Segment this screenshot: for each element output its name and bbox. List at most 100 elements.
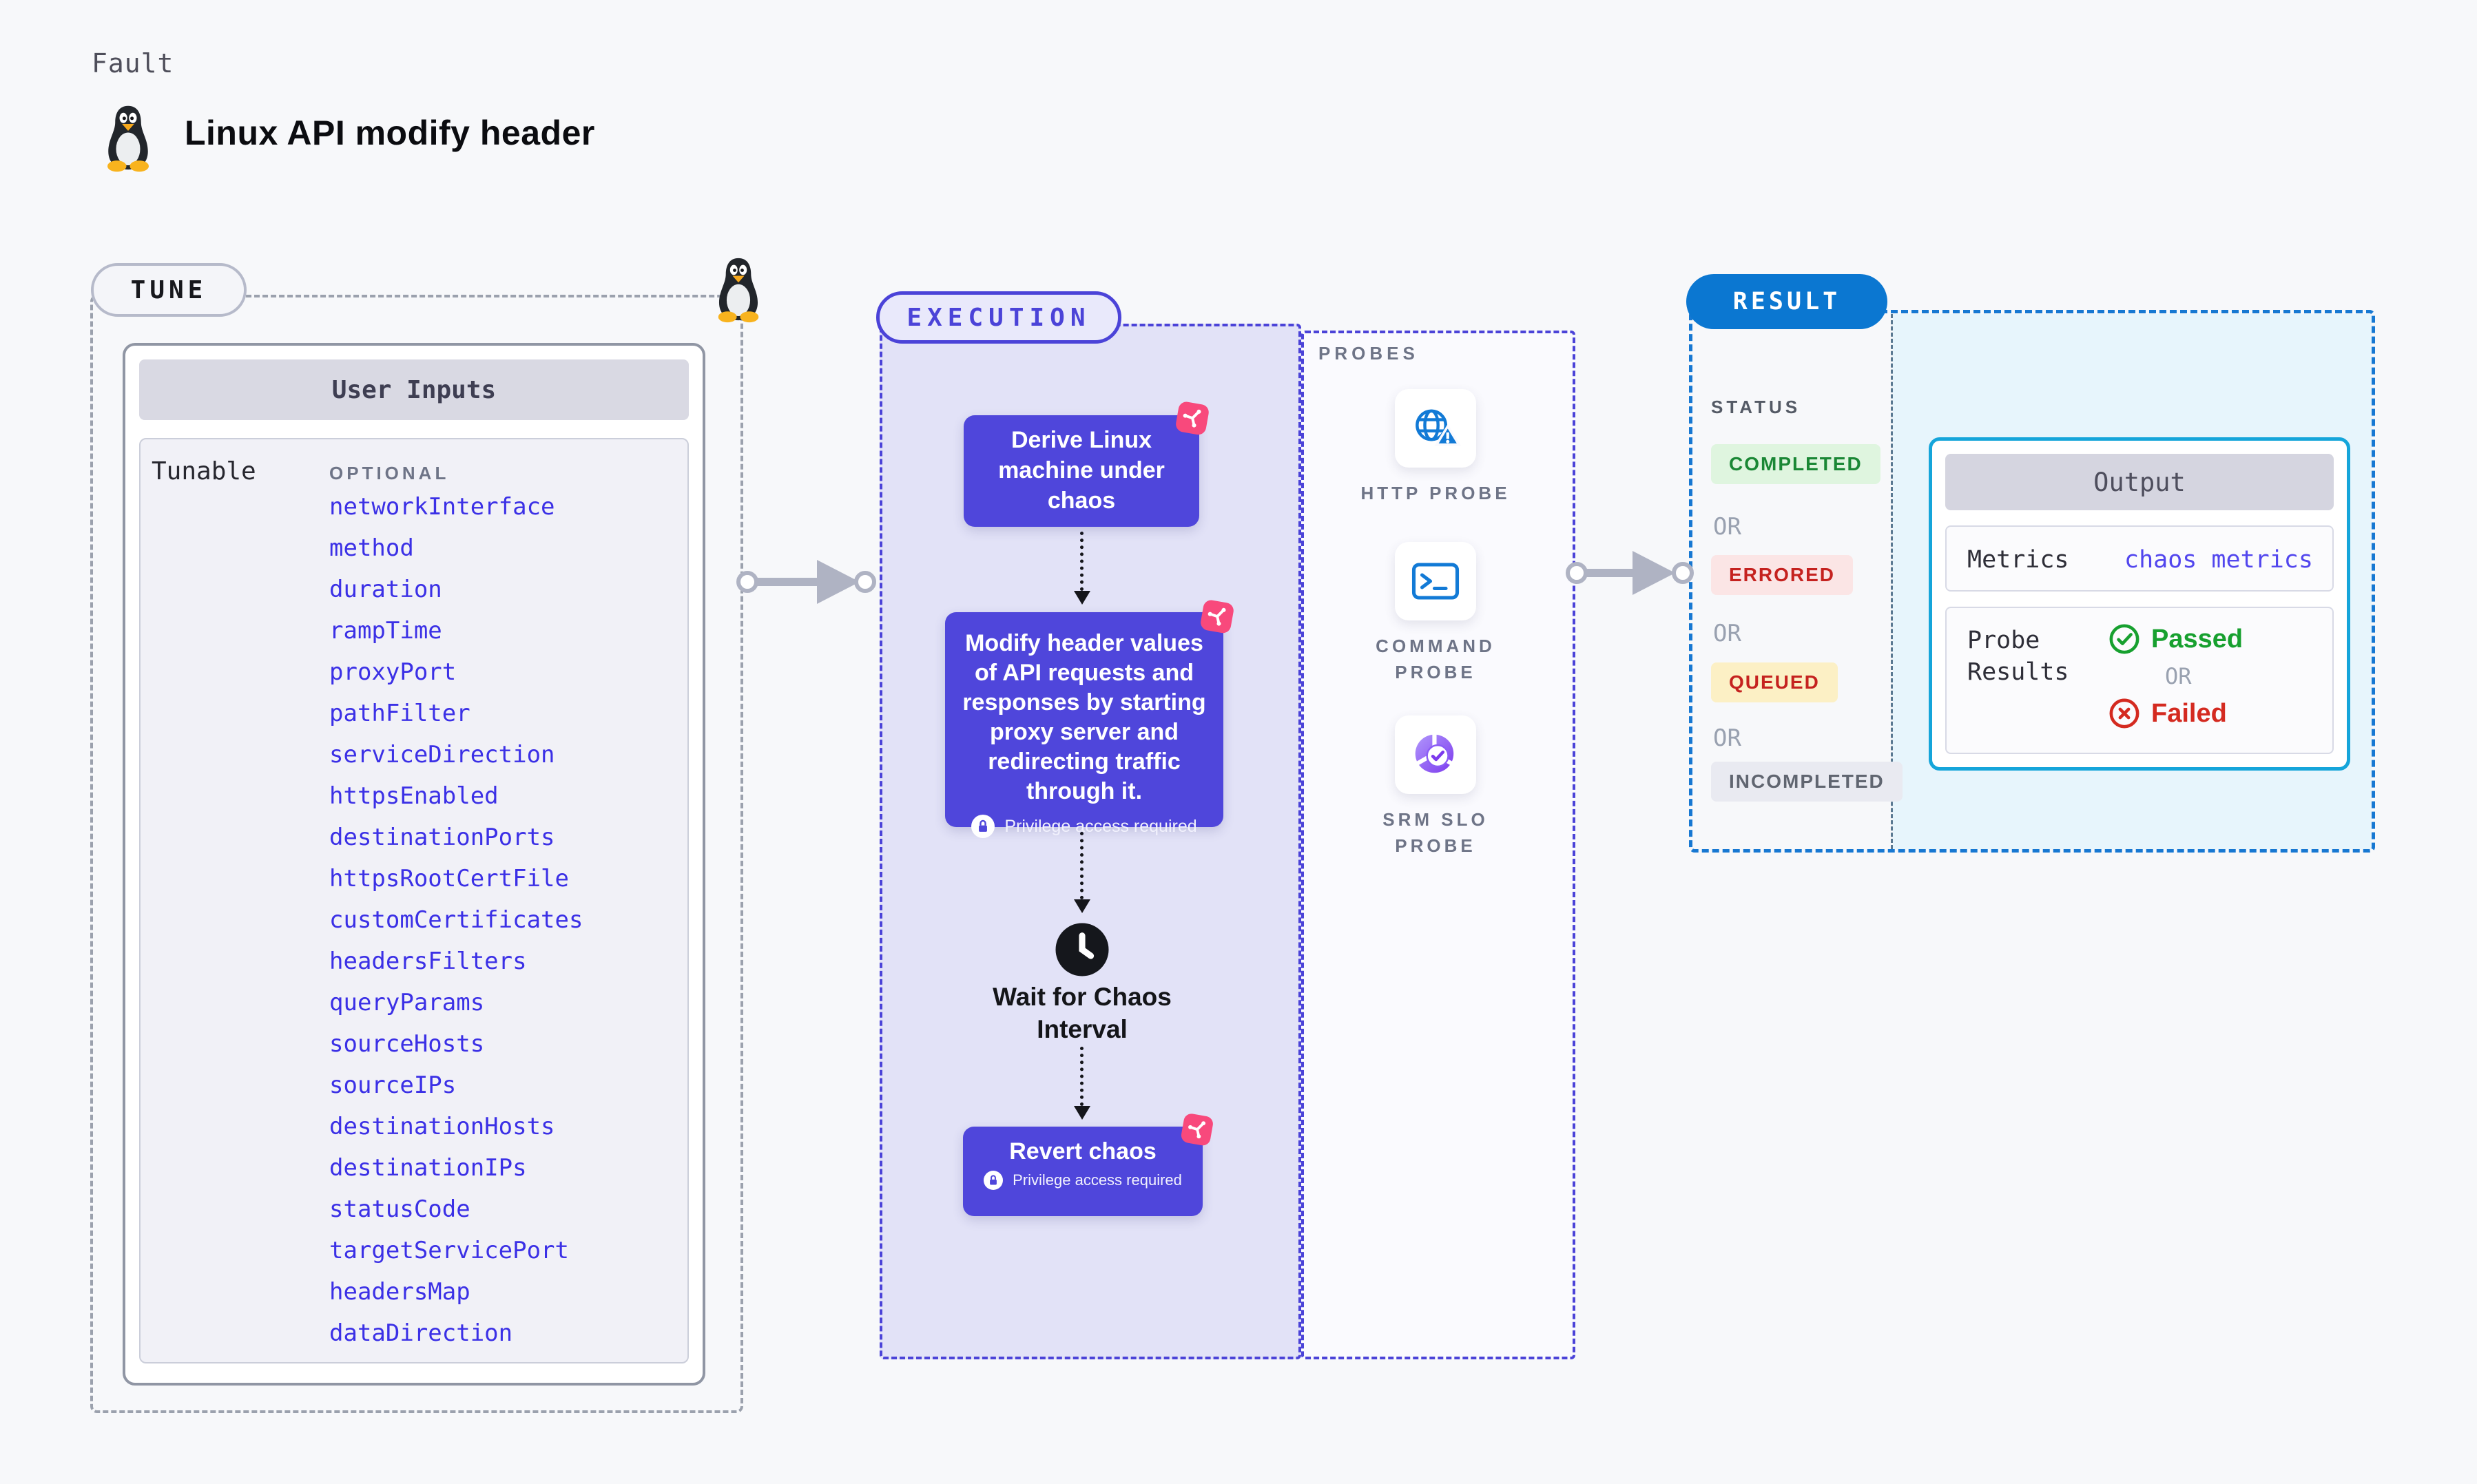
linux-tux-icon <box>718 258 759 323</box>
passed-line: Passed <box>2108 623 2243 655</box>
tunable-item[interactable]: statusCode <box>329 1195 470 1223</box>
tunables-box <box>139 438 689 1363</box>
tunable-item[interactable]: proxyPort <box>329 658 457 686</box>
arrow-shaft <box>1577 569 1635 577</box>
check-circle-icon <box>2109 624 2139 654</box>
probe-label-srm-slo: SRM SLO PROBE <box>1382 809 1489 856</box>
status-label: STATUS <box>1711 397 1801 417</box>
tunable-item[interactable]: customCertificates <box>329 906 583 934</box>
failed-label: Failed <box>2151 698 2227 728</box>
linux-tux-icon <box>107 105 149 172</box>
chaos-metrics-link[interactable]: chaos metrics <box>2124 546 2313 574</box>
probe-results-label: Probe Results <box>1967 627 2069 686</box>
tunable-row-label: Tunable <box>152 457 256 485</box>
connector-dot <box>1566 562 1588 584</box>
flow-arrow-head-icon <box>1074 1106 1090 1120</box>
slo-donut-icon <box>1414 732 1454 773</box>
result-section <box>1689 310 2375 853</box>
chaos-badge-icon <box>1173 399 1211 437</box>
fault-kicker: Fault <box>92 48 174 79</box>
flow-dotted-line <box>1080 832 1084 899</box>
flow-arrow-head-icon <box>1074 899 1090 913</box>
flow-dotted-line <box>1080 532 1084 591</box>
passed-label: Passed <box>2151 624 2243 654</box>
step-inject-chaos: Modify header values of API requests and… <box>945 612 1223 838</box>
user-inputs-header: User Inputs <box>139 359 689 420</box>
step-revert-text: Revert chaos <box>1009 1138 1157 1164</box>
arrow-shaft <box>747 578 820 586</box>
arrow-head-icon <box>1633 551 1675 595</box>
or-label: OR <box>1713 724 1741 752</box>
connector-dot <box>736 571 758 593</box>
tunable-item[interactable]: httpsEnabled <box>329 782 499 810</box>
globe-alert-icon <box>1416 409 1461 446</box>
flow-dotted-line <box>1080 1047 1084 1106</box>
execution-label-pill: EXECUTION <box>876 291 1121 344</box>
failed-line: Failed <box>2108 698 2243 729</box>
tunable-item[interactable]: httpsRootCertFile <box>329 865 569 892</box>
probe-card-command <box>1395 542 1476 620</box>
step-inject-text: Modify header values of API requests and… <box>962 630 1206 804</box>
result-divider <box>1891 314 1893 849</box>
terminal-icon <box>1411 563 1460 600</box>
x-circle-icon <box>2109 698 2139 729</box>
or-label: OR <box>1713 620 1741 647</box>
page-title: Linux API modify header <box>185 114 595 152</box>
tunable-item[interactable]: sourceHosts <box>329 1030 485 1058</box>
privilege-row: Privilege access required <box>960 815 1208 838</box>
tunable-item[interactable]: headersMap <box>329 1278 470 1306</box>
tunable-item[interactable]: targetServicePort <box>329 1237 569 1264</box>
privilege-row: Privilege access required <box>963 1171 1203 1190</box>
tunable-item[interactable]: method <box>329 534 414 562</box>
tunable-item[interactable]: destinationHosts <box>329 1113 555 1140</box>
status-badge-incompleted: INCOMPLETED <box>1711 762 1903 802</box>
lock-icon <box>984 1171 1004 1190</box>
tunable-item[interactable]: headersFilters <box>329 948 527 975</box>
metrics-label: Metrics <box>1967 546 2069 574</box>
step-derive-text: Derive Linux machine under chaos <box>998 427 1165 514</box>
flow-arrow-head-icon <box>1074 591 1090 605</box>
connector-dot <box>1672 562 1694 584</box>
tunable-item[interactable]: destinationIPs <box>329 1154 527 1182</box>
result-label-pill: RESULT <box>1686 274 1887 329</box>
tunable-item[interactable]: dataDirection <box>329 1319 513 1347</box>
probes-section <box>1301 331 1575 1359</box>
status-badge-errored: ERRORED <box>1711 555 1854 595</box>
status-badge-completed: COMPLETED <box>1711 444 1880 484</box>
tune-section <box>90 295 743 1413</box>
privilege-note: Privilege access required <box>1013 1171 1182 1189</box>
tune-label-pill: TUNE <box>91 263 247 317</box>
connector-dot <box>854 571 876 593</box>
probe-label-command: COMMAND PROBE <box>1376 636 1495 682</box>
wait-step-label: Wait for Chaos Interval <box>993 983 1172 1043</box>
optional-column-label: OPTIONAL <box>329 463 450 483</box>
probe-label-http: HTTP PROBE <box>1360 483 1511 503</box>
step-revert-chaos: Revert chaos Privilege access required <box>963 1127 1203 1216</box>
status-badge-queued: QUEUED <box>1711 662 1838 702</box>
tunable-item[interactable]: destinationPorts <box>329 824 555 851</box>
tunable-list: networkInterface method duration rampTime pr… <box>329 486 687 1354</box>
metrics-row: Metrics chaos metrics <box>1945 525 2334 592</box>
output-header: Output <box>1945 454 2334 510</box>
privilege-note: Privilege access required <box>1004 816 1197 836</box>
tunable-item[interactable]: rampTime <box>329 617 442 645</box>
probe-card-srm-slo <box>1395 715 1476 794</box>
tunable-item[interactable]: pathFilter <box>329 700 470 727</box>
tunable-item[interactable]: networkInterface <box>329 493 555 521</box>
tunable-item[interactable]: sourceIPs <box>329 1072 457 1099</box>
chaos-badge-icon <box>1198 597 1236 635</box>
probe-verdicts: Passed OR Failed <box>2108 623 2243 729</box>
probe-results-row: Probe Results Passed OR Failed <box>1945 607 2334 754</box>
chaos-badge-icon <box>1179 1111 1215 1147</box>
lock-icon <box>971 815 995 838</box>
tunable-item[interactable]: queryParams <box>329 989 485 1016</box>
or-label: OR <box>2165 663 2192 689</box>
probes-label: PROBES <box>1318 343 1419 364</box>
or-label: OR <box>1713 513 1741 541</box>
probe-card-http <box>1395 389 1476 468</box>
tunable-item[interactable]: serviceDirection <box>329 741 555 769</box>
tunable-item[interactable]: duration <box>329 576 442 603</box>
arrow-head-icon <box>817 560 860 604</box>
step-derive-machine: Derive Linux machine under chaos <box>964 415 1199 527</box>
